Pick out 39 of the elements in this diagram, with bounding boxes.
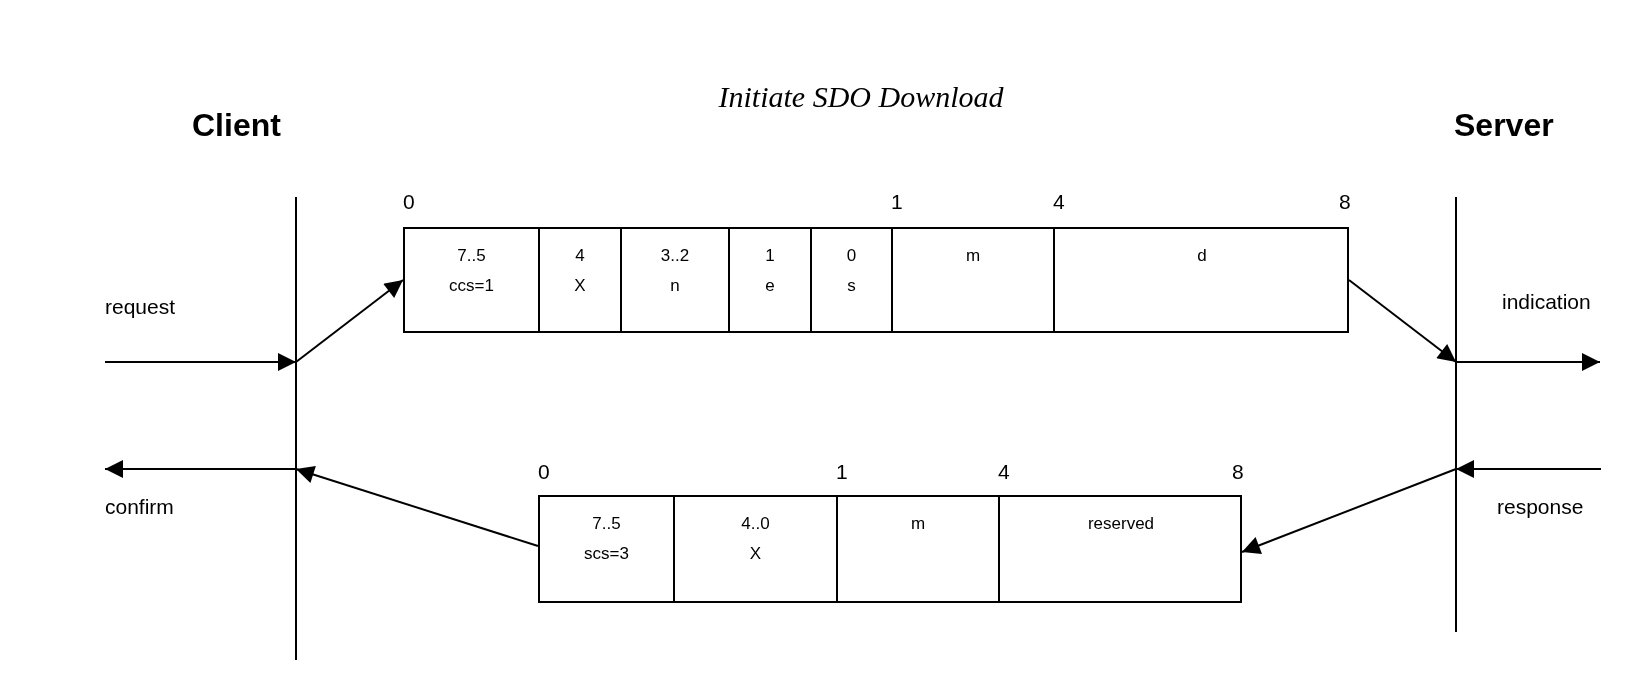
arrow	[1455, 460, 1602, 478]
byte-offset: 1	[891, 190, 903, 214]
field-text: 4..0	[741, 513, 770, 535]
arrow	[295, 465, 539, 547]
field-text: ccs=1	[449, 275, 494, 297]
field-text: e	[765, 275, 775, 297]
field-text: d	[1197, 245, 1207, 267]
field-text: 7..5	[592, 513, 621, 535]
byte-offset: 4	[1053, 190, 1065, 214]
arrow	[295, 279, 404, 363]
field-text: m	[910, 513, 926, 535]
field-text: 7..5	[457, 245, 486, 267]
lifeline-heading: Client	[192, 107, 281, 144]
message-frame	[538, 495, 1242, 603]
arrow	[104, 460, 297, 478]
field-text: n	[670, 275, 680, 297]
field-text: m	[965, 245, 981, 267]
byte-offset: 0	[538, 460, 550, 484]
field-text: s	[847, 275, 856, 297]
arrow	[1241, 468, 1457, 554]
field-text: reserved	[1087, 513, 1155, 535]
field-text: 3..2	[660, 245, 690, 267]
field-text: scs=3	[584, 543, 629, 565]
field-text: X	[574, 275, 586, 297]
byte-offset: 4	[998, 460, 1010, 484]
field-text: 4	[575, 245, 585, 267]
byte-offset: 1	[836, 460, 848, 484]
message-frame	[403, 227, 1349, 333]
diagram-title: Initiate SDO Download	[718, 80, 1004, 114]
byte-offset: 8	[1232, 460, 1244, 484]
byte-offset: 8	[1339, 190, 1351, 214]
arrow	[1455, 353, 1601, 371]
field-text: 0	[846, 245, 857, 267]
arrow	[104, 353, 297, 371]
lifeline-heading: Server	[1454, 107, 1554, 144]
arrow	[1348, 279, 1457, 363]
byte-offset: 0	[403, 190, 415, 214]
field-text: 1	[765, 245, 775, 267]
field-text: X	[749, 543, 762, 565]
